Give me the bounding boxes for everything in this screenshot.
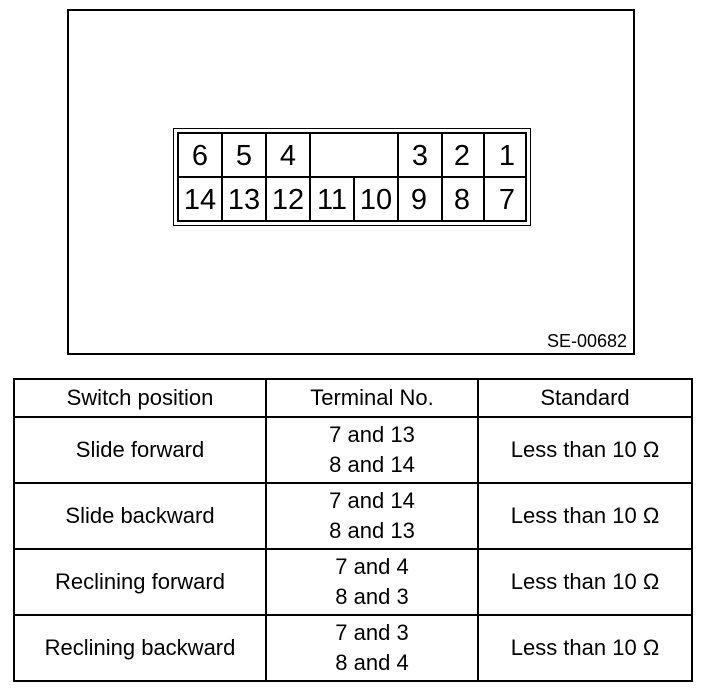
terminal-pair: 8 and 14 <box>329 452 415 477</box>
terminal-cell: 7 and 3 8 and 4 <box>265 614 479 682</box>
header-switch-position: Switch position <box>13 378 267 418</box>
terminal-3: 3 <box>397 134 443 178</box>
terminal-9: 9 <box>397 178 443 222</box>
terminal-cell: 7 and 4 8 and 3 <box>265 548 479 616</box>
standard-cell: Less than 10 Ω <box>477 416 693 484</box>
standard-cell: Less than 10 Ω <box>477 548 693 616</box>
switch-position-cell: Slide backward <box>13 482 267 550</box>
row-divider-left <box>179 176 311 178</box>
switch-position-cell: Reclining backward <box>13 614 267 682</box>
terminal-pair: 7 and 13 <box>329 422 415 447</box>
terminal-cell: 7 and 13 8 and 14 <box>265 416 479 484</box>
switch-position-cell: Reclining forward <box>13 548 267 616</box>
terminal-5: 5 <box>223 134 267 178</box>
terminal-7: 7 <box>498 183 516 216</box>
terminal-2: 2 <box>441 134 485 178</box>
terminal-cell: 7 and 14 8 and 13 <box>265 482 479 550</box>
terminal-pair: 8 and 13 <box>329 518 415 543</box>
table-row: Slide backward 7 and 14 8 and 13 Less th… <box>13 482 693 550</box>
table-header-row: Switch position Terminal No. Standard <box>13 378 693 418</box>
terminal-11: 11 <box>311 178 355 222</box>
terminal-4: 4 <box>267 134 311 178</box>
terminal-empty-a <box>311 134 355 178</box>
terminal-13: 13 <box>223 178 267 222</box>
header-standard: Standard <box>477 378 693 418</box>
terminal-14: 14 <box>179 178 223 222</box>
terminal-empty-b <box>355 134 399 178</box>
header-terminal-no: Terminal No. <box>265 378 479 418</box>
standard-cell: Less than 10 Ω <box>477 614 693 682</box>
row-divider-right <box>397 176 525 178</box>
terminal-pair: 8 and 3 <box>335 584 409 609</box>
terminal-pair: 7 and 3 <box>335 620 409 645</box>
connector-housing: 6 5 4 3 2 1 14 13 12 11 10 9 8 7 <box>173 128 531 226</box>
table-row: Slide forward 7 and 13 8 and 14 Less tha… <box>13 416 693 484</box>
terminal-12: 12 <box>267 178 311 222</box>
table-row: Reclining forward 7 and 4 8 and 3 Less t… <box>13 548 693 616</box>
connector-diagram: 6 5 4 3 2 1 14 13 12 11 10 9 8 7 SE-0068… <box>67 9 635 355</box>
terminal-10: 10 <box>355 178 399 222</box>
terminal-8: 8 <box>441 178 485 222</box>
terminal-pair: 7 and 14 <box>329 488 415 513</box>
terminal-pair: 7 and 4 <box>335 554 409 579</box>
figure-code: SE-00682 <box>546 331 627 351</box>
table-row: Reclining backward 7 and 3 8 and 4 Less … <box>13 614 693 682</box>
inspection-table: Switch position Terminal No. Standard Sl… <box>13 378 693 682</box>
terminal-6: 6 <box>179 134 223 178</box>
connector-face: 6 5 4 3 2 1 14 13 12 11 10 9 8 7 <box>177 132 527 222</box>
terminal-1: 1 <box>498 139 516 172</box>
terminal-pair: 8 and 4 <box>335 650 409 675</box>
standard-cell: Less than 10 Ω <box>477 482 693 550</box>
switch-position-cell: Slide forward <box>13 416 267 484</box>
